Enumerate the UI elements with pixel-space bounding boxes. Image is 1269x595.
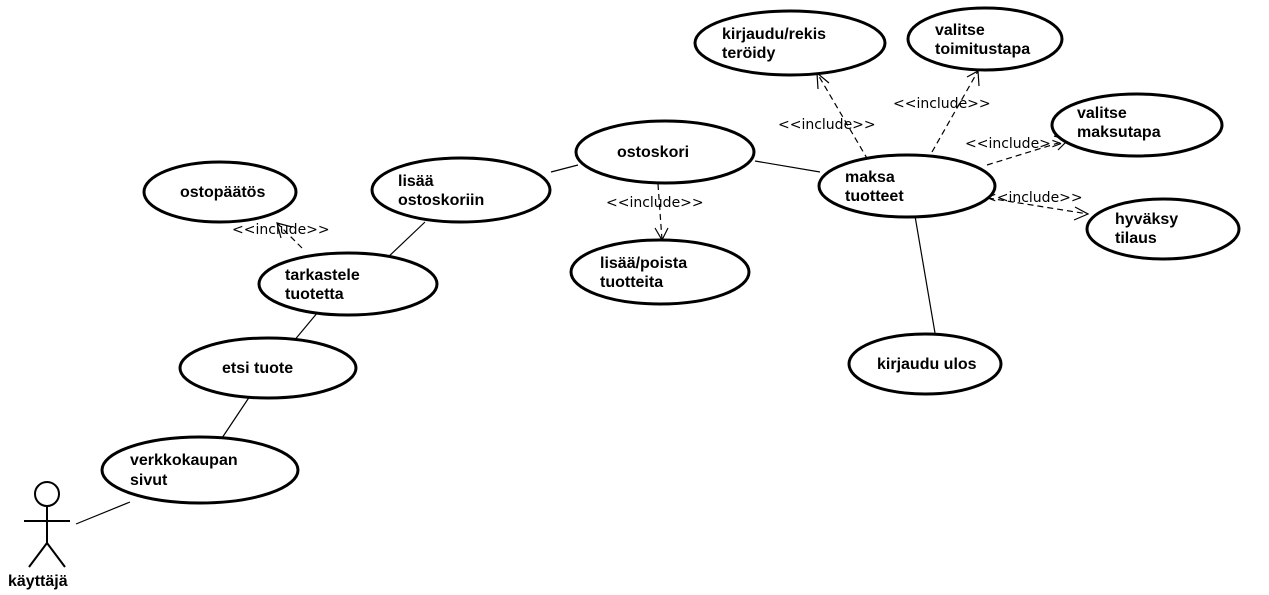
use-case-label-line2: toimitustapa <box>935 41 1030 58</box>
assoc-ostoskori-maksa <box>754 160 821 173</box>
use-case-label-line2: tuotetta <box>285 286 344 303</box>
include-ostoskori-lisaa-poista <box>654 183 669 242</box>
use-case-label-line1: lisää/poista <box>600 255 687 272</box>
actor-leg-right <box>46 542 66 568</box>
use-case-ostopaatos[interactable]: ostopäätös <box>142 160 298 224</box>
use-case-label-line1: lisää <box>398 173 434 190</box>
assoc-tarkastele-lisaa <box>384 221 426 261</box>
use-case-kirjaudu-rekisteroidy[interactable]: kirjaudu/rekis teröidy <box>693 9 887 77</box>
include-label-ostopaatos: <<include>> <box>232 222 330 238</box>
use-case-label: ostoskori <box>617 144 689 161</box>
use-case-valitse-toimitustapa[interactable]: valitse toimitustapa <box>906 6 1064 72</box>
use-case-label: kirjaudu ulos <box>877 356 977 373</box>
include-label-kirjaudu: <<include>> <box>778 117 876 133</box>
use-case-label-line2: sivut <box>130 472 168 489</box>
use-case-label-line2: tuotteita <box>600 274 663 291</box>
include-label-toimitustapa: <<include>> <box>893 96 991 112</box>
include-label-lisaa-poista: <<include>> <box>606 195 704 211</box>
use-case-label-line2: maksutapa <box>1077 124 1161 141</box>
use-case-label-line2: ostoskoriin <box>398 192 484 209</box>
use-case-label-line1: valitse <box>1077 105 1127 122</box>
use-case-maksa-tuotteet[interactable]: maksa tuotteet <box>817 153 997 219</box>
use-case-ostoskori[interactable]: ostoskori <box>574 119 756 185</box>
use-case-label-line2: tilaus <box>1115 230 1157 247</box>
use-case-tarkastele-tuotetta[interactable]: tarkastele tuotetta <box>257 251 439 317</box>
use-case-label-line1: maksa <box>845 169 895 186</box>
assoc-etsi-tarkastele <box>292 311 319 343</box>
use-case-kirjaudu-ulos[interactable]: kirjaudu ulos <box>847 332 1003 396</box>
assoc-verkkokaupan-etsi <box>221 395 251 439</box>
use-case-label: ostopäätös <box>180 184 265 201</box>
use-case-label-line1: kirjaudu/rekis <box>722 26 826 43</box>
use-case-label-line1: hyväksy <box>1115 211 1178 228</box>
assoc-maksa-kirjaudu-ulos <box>914 215 936 334</box>
use-case-verkkokaupan-sivut[interactable]: verkkokaupan sivut <box>100 435 300 505</box>
use-case-label-line1: valitse <box>935 22 985 39</box>
use-case-label-line2: tuotteet <box>845 188 904 205</box>
use-case-label: etsi tuote <box>222 360 293 377</box>
use-case-lisaa-poista-tuotteita[interactable]: lisää/poista tuotteita <box>569 238 751 306</box>
use-case-label-line1: verkkokaupan <box>130 452 238 469</box>
include-maksa-hyvaksy <box>987 197 1090 221</box>
include-tarkastele-ostopaatos <box>276 222 303 249</box>
actor-kayttaja[interactable]: käyttäjä <box>8 481 70 590</box>
actor-head <box>34 481 60 507</box>
include-label-hyvaksy: <<include>> <box>985 190 1083 206</box>
assoc-lisaa-ostoskori <box>550 164 579 173</box>
actor-label: käyttäjä <box>8 573 68 590</box>
use-case-lisaa-ostoskoriin[interactable]: lisää ostoskoriin <box>370 156 552 224</box>
use-case-hyvaksy-tilaus[interactable]: hyväksy tilaus <box>1085 197 1241 261</box>
use-case-label-line1: tarkastele <box>285 267 360 284</box>
use-case-label-line2: teröidy <box>722 45 775 62</box>
actor-leg-left <box>28 542 48 568</box>
use-case-etsi-tuote[interactable]: etsi tuote <box>178 336 358 400</box>
use-case-valitse-maksutapa[interactable]: valitse maksutapa <box>1050 92 1224 158</box>
include-label-maksutapa: <<include>> <box>965 136 1063 152</box>
assoc-actor-verkkokaupan <box>75 501 131 525</box>
